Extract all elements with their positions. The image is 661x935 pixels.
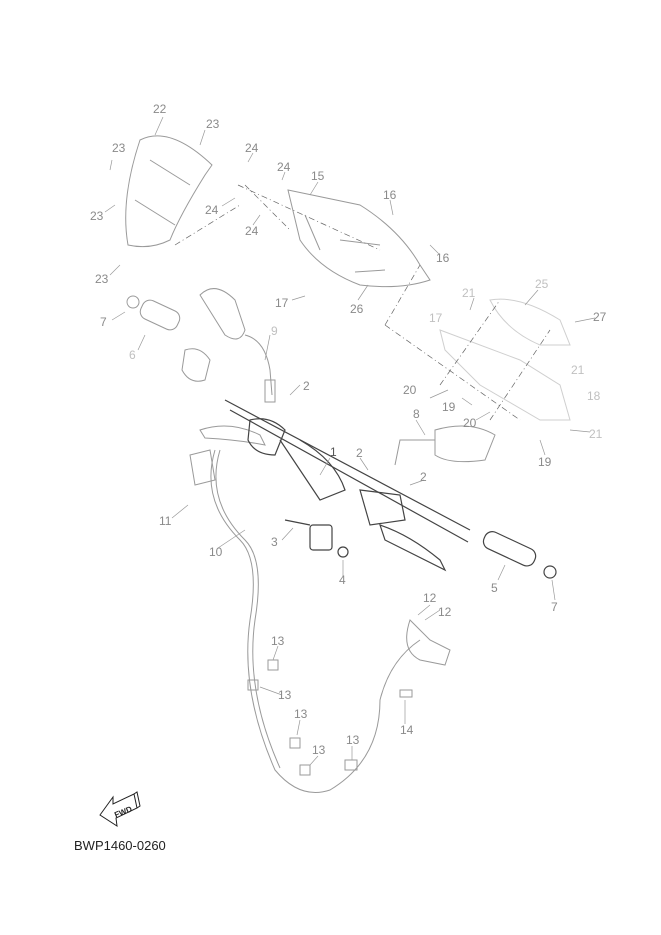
meter-cover-part[interactable] (489, 298, 571, 346)
callout-19: 19 (442, 400, 456, 414)
callout-24: 24 (277, 160, 291, 174)
callout-17: 17 (275, 296, 289, 310)
callout-18: 18 (587, 389, 601, 403)
grip-left-part[interactable] (138, 297, 183, 332)
callout-20: 20 (463, 416, 477, 430)
callout-13: 13 (294, 707, 308, 721)
callout-24: 24 (245, 141, 259, 155)
meter-bracket-part[interactable] (439, 329, 571, 421)
throttle-cable-part[interactable] (210, 449, 421, 793)
callout-21: 21 (589, 427, 603, 441)
callout-2: 2 (303, 379, 310, 393)
callout-3: 3 (271, 535, 278, 549)
callout-2: 2 (420, 470, 427, 484)
callout-19: 19 (538, 455, 552, 469)
callout-26: 26 (350, 302, 364, 316)
callout-7: 7 (100, 315, 107, 329)
callout-2: 2 (356, 446, 363, 460)
callout-10: 10 (209, 545, 223, 559)
callout-9: 9 (271, 324, 278, 338)
callout-11: 11 (159, 514, 172, 528)
callout-23: 23 (95, 272, 109, 286)
callout-13: 13 (346, 733, 360, 747)
callout-14: 14 (400, 723, 414, 737)
mirror-right-part[interactable] (434, 425, 496, 463)
callout-23: 23 (112, 141, 126, 155)
handlebar-part[interactable] (224, 399, 471, 543)
callout-4: 4 (339, 573, 346, 587)
callout-16: 16 (436, 251, 450, 265)
callout-12: 12 (423, 591, 437, 605)
callout-8: 8 (413, 407, 420, 421)
grip-right-part[interactable] (481, 529, 538, 569)
callout-22: 22 (153, 102, 167, 116)
front-cowl-part[interactable] (287, 189, 431, 288)
callout-23: 23 (206, 117, 220, 131)
callout-25: 25 (535, 277, 549, 291)
callout-20: 20 (403, 383, 417, 397)
callout-7: 7 (551, 600, 558, 614)
callout-13: 13 (312, 743, 326, 757)
callout-27: 27 (593, 310, 607, 324)
callout-16: 16 (383, 188, 397, 202)
callout-5: 5 (491, 581, 498, 595)
windscreen-part[interactable] (125, 135, 213, 248)
callout-21: 21 (571, 363, 585, 377)
callout-12: 12 (438, 605, 452, 619)
callout-13: 13 (278, 688, 292, 702)
callout-24: 24 (205, 203, 219, 217)
callout-24: 24 (245, 224, 259, 238)
callout-23: 23 (90, 209, 104, 223)
mirror-left-part[interactable] (199, 288, 246, 340)
callout-13: 13 (271, 634, 285, 648)
callout-6: 6 (129, 348, 136, 362)
diagram-code: BWP1460-0260 (74, 838, 166, 853)
callout-17: 17 (429, 311, 443, 325)
callout-15: 15 (311, 169, 325, 183)
fwd-arrow-icon: FWD (99, 791, 141, 828)
callout-21: 21 (462, 286, 476, 300)
callout-1: 1 (330, 445, 337, 459)
